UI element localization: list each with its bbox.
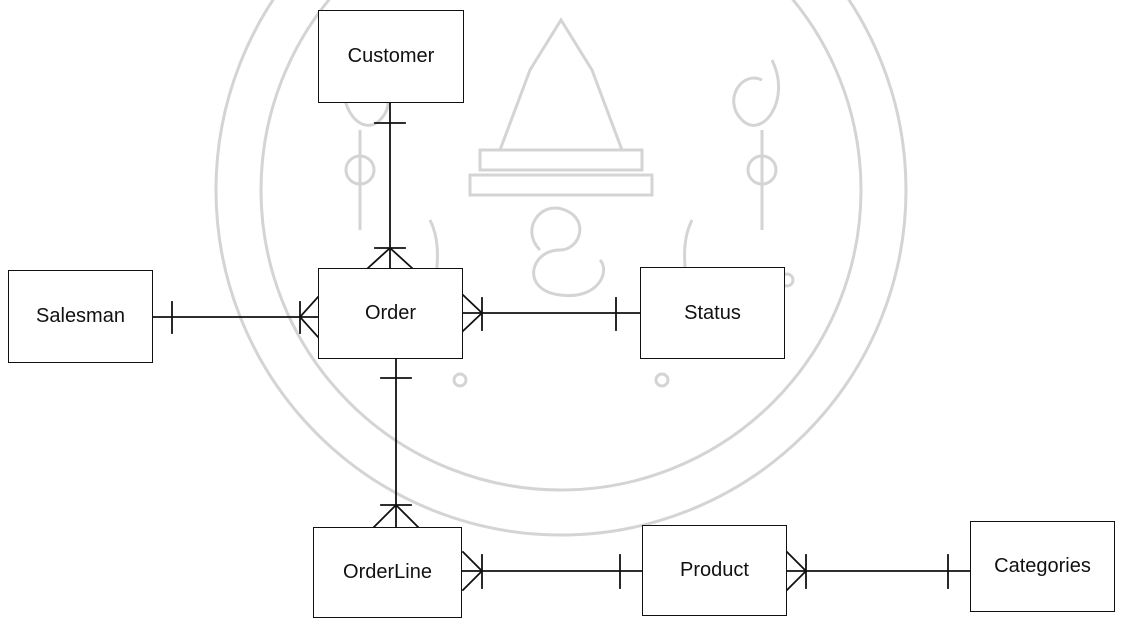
entity-product-label: Product [680,559,749,582]
entity-orderline-label: OrderLine [343,561,432,584]
rel-order-orderline [374,358,418,527]
entity-customer-label: Customer [348,45,435,68]
entity-status-label: Status [684,302,741,325]
entity-categories: Categories [970,521,1115,612]
rel-salesman-order [152,297,318,337]
entity-status: Status [640,267,785,359]
entity-order-label: Order [365,302,416,325]
entity-salesman-label: Salesman [36,305,125,328]
rel-order-status [462,295,640,331]
entity-categories-label: Categories [994,555,1091,578]
entity-order: Order [318,268,463,359]
rel-customer-order [368,103,412,268]
entity-customer: Customer [318,10,464,103]
rel-product-categories [786,552,970,590]
entity-salesman: Salesman [8,270,153,363]
entity-orderline: OrderLine [313,527,462,618]
entity-product: Product [642,525,787,616]
rel-orderline-product [462,552,642,590]
